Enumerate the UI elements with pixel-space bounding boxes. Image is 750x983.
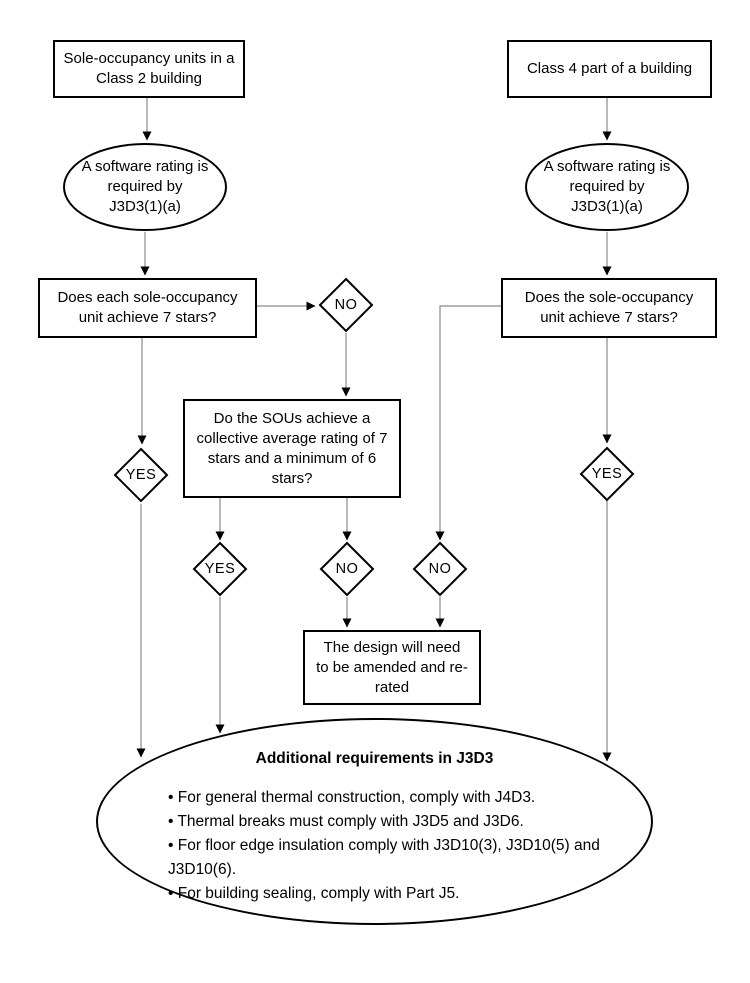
yes-label: YES — [591, 466, 623, 482]
no-diamond-top: NO — [318, 277, 374, 333]
yes-diamond-mid: YES — [192, 541, 248, 597]
no-diamond-right: NO — [412, 541, 468, 597]
question-collective-box: Do the SOUs achieve a collective average… — [183, 399, 401, 498]
start-class4-label: Class 4 part of a building — [526, 60, 693, 77]
diamond-shape — [318, 277, 374, 333]
additional-requirements-ellipse: Additional requirements in J3D3 • For ge… — [96, 718, 653, 925]
software-rating-ellipse-left: A software rating is required by J3D3(1)… — [63, 143, 227, 231]
diamond-shape — [113, 447, 169, 503]
software-rating-ellipse-right: A software rating is required by J3D3(1)… — [525, 143, 689, 231]
diamond-shape — [192, 541, 248, 597]
question-each-sou-label: Does each sole-occupancy unit achieve 7 … — [57, 289, 238, 326]
requirement-item: • For floor edge insulation comply with … — [168, 837, 600, 878]
question-collective-label: Do the SOUs achieve a collective average… — [196, 409, 388, 487]
start-class4-box: Class 4 part of a building — [507, 40, 712, 98]
no-label: NO — [428, 561, 452, 577]
diamond-shape — [579, 446, 635, 502]
start-class2-label: Sole-occupancy units in a Class 2 buildi… — [63, 50, 235, 87]
question-single-sou-label: Does the sole-occupancy unit achieve 7 s… — [524, 289, 694, 326]
connector-question-right-to-no — [435, 305, 501, 541]
yes-label: YES — [125, 467, 157, 483]
start-class2-box: Sole-occupancy units in a Class 2 buildi… — [53, 40, 245, 98]
amend-design-box: The design will need to be amended and r… — [303, 630, 481, 705]
no-label: NO — [335, 561, 359, 577]
requirement-item: • Thermal breaks must comply with J3D5 a… — [168, 813, 524, 830]
no-label: NO — [334, 297, 358, 313]
question-single-sou-box: Does the sole-occupancy unit achieve 7 s… — [501, 278, 717, 338]
additional-requirements-title: Additional requirements in J3D3 — [255, 750, 494, 767]
yes-diamond-right: YES — [579, 446, 635, 502]
requirement-item: • For general thermal construction, comp… — [168, 789, 536, 806]
amend-design-label: The design will need to be amended and r… — [316, 638, 468, 696]
yes-diamond-left: YES — [113, 447, 169, 503]
additional-requirements-list: • For general thermal construction, comp… — [168, 786, 608, 906]
software-rating-label-left: A software rating is required by J3D3(1)… — [81, 158, 209, 215]
diamond-shape — [412, 541, 468, 597]
requirement-item: • For building sealing, comply with Part… — [168, 885, 460, 902]
question-each-sou-box: Does each sole-occupancy unit achieve 7 … — [38, 278, 257, 338]
yes-label: YES — [204, 561, 236, 577]
software-rating-label-right: A software rating is required by J3D3(1)… — [543, 158, 671, 215]
no-diamond-mid: NO — [319, 541, 375, 597]
diamond-shape — [319, 541, 375, 597]
